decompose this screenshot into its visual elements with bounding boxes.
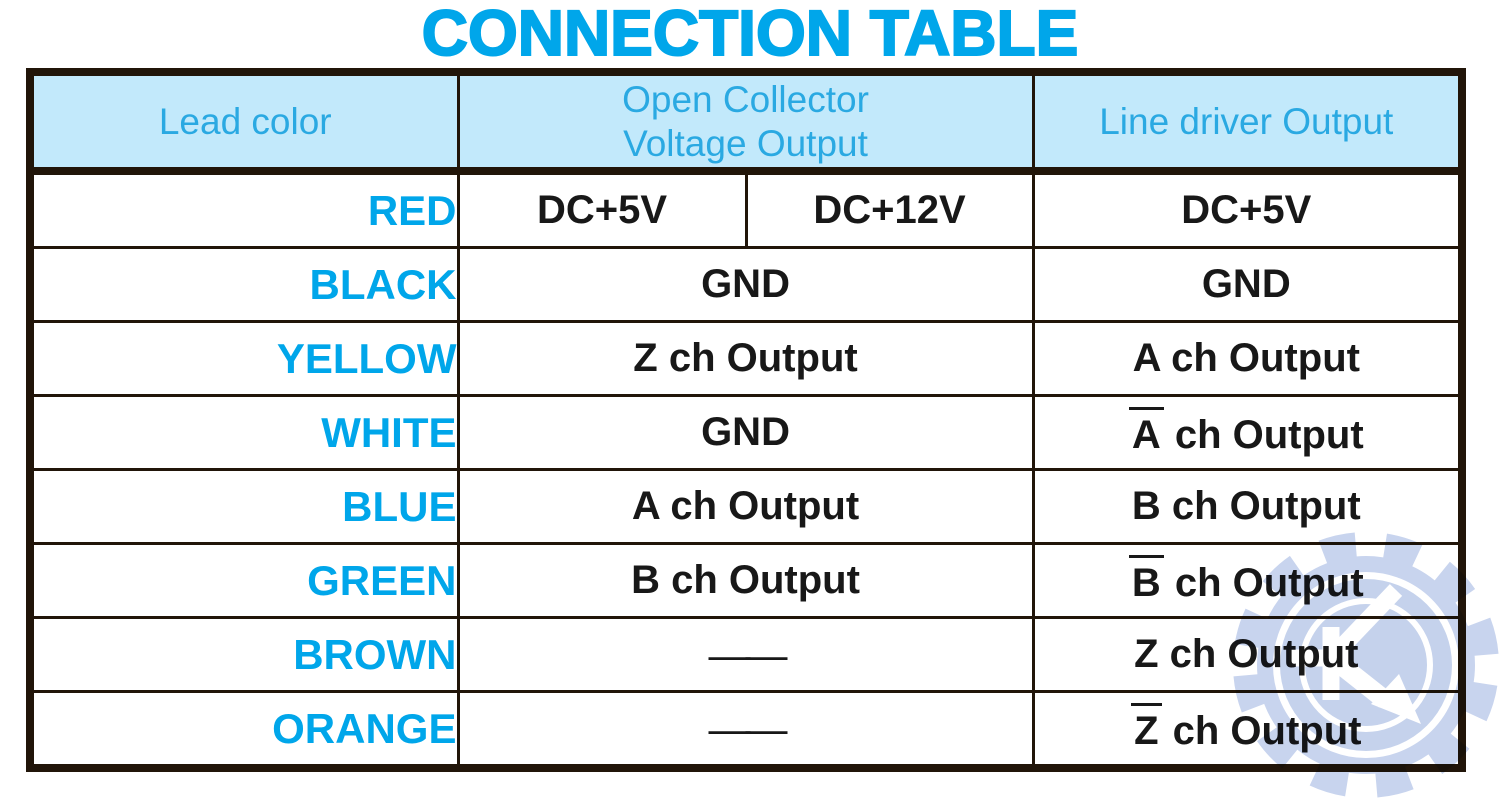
dash-placeholder: —— (708, 630, 788, 678)
cell-line-driver: B ch Output (1031, 542, 1464, 619)
header-open-collector-line1: Open Collector (622, 78, 869, 120)
cell-lead: RED (28, 169, 460, 249)
cell-line-driver: Z ch Output (1031, 690, 1464, 770)
cell-line-driver: A ch Output (1031, 394, 1464, 471)
header-row: Lead color Open Collector Voltage Output… (28, 70, 1464, 175)
cell-lead: BLUE (28, 468, 460, 545)
table-row-black: BLACK GND GND (28, 246, 1464, 323)
cell-lead: ORANGE (28, 690, 460, 770)
cell-line-driver: B ch Output (1031, 468, 1464, 545)
table-row-yellow: YELLOW Z ch Output A ch Output (28, 320, 1464, 397)
cell-lead: WHITE (28, 394, 460, 471)
cell-open-collector: GND (456, 246, 1035, 323)
cell-open-collector: A ch Output (456, 468, 1035, 545)
cell-open-collector-12v: DC+12V (744, 169, 1035, 249)
cell-line-driver-text: ch Output (1163, 561, 1364, 605)
cell-line-driver: DC+5V (1031, 169, 1464, 249)
cell-open-collector-none: —— (456, 690, 1035, 770)
table-row-red: RED DC+5V DC+12V DC+5V (28, 169, 1464, 249)
cell-open-collector-none: —— (456, 616, 1035, 693)
table-row-orange: ORANGE —— Z ch Output (28, 690, 1464, 770)
header-open-collector-line2: Voltage Output (623, 122, 868, 164)
page-title: CONNECTION TABLE (421, 0, 1080, 69)
cell-lead: YELLOW (28, 320, 460, 397)
overline-signal: Z (1131, 703, 1162, 754)
table-row-green: GREEN B ch Output B ch Output (28, 542, 1464, 619)
header-line-driver: Line driver Output (1031, 70, 1464, 175)
connection-table-grid: Lead color Open Collector Voltage Output… (26, 68, 1467, 772)
cell-line-driver: Z ch Output (1031, 616, 1464, 693)
overline-signal: B (1128, 555, 1164, 606)
table-row-white: WHITE GND A ch Output (28, 394, 1464, 471)
cell-open-collector: B ch Output (456, 542, 1035, 619)
connection-table: Lead color Open Collector Voltage Output… (26, 68, 1467, 772)
header-open-collector: Open Collector Voltage Output (456, 70, 1035, 175)
cell-lead: GREEN (28, 542, 460, 619)
dash-placeholder: —— (708, 704, 788, 752)
header-lead-color: Lead color (28, 70, 460, 175)
cell-open-collector: GND (456, 394, 1035, 471)
cell-line-driver: A ch Output (1031, 320, 1464, 397)
overline-signal: A (1128, 407, 1164, 458)
cell-lead: BLACK (28, 246, 460, 323)
cell-lead: BROWN (28, 616, 460, 693)
table-row-blue: BLUE A ch Output B ch Output (28, 468, 1464, 545)
cell-open-collector-5v: DC+5V (456, 169, 748, 249)
cell-line-driver: GND (1031, 246, 1464, 323)
cell-line-driver-text: ch Output (1161, 709, 1362, 753)
cell-open-collector: Z ch Output (456, 320, 1035, 397)
table-row-brown: BROWN —— Z ch Output (28, 616, 1464, 693)
cell-line-driver-text: ch Output (1163, 413, 1364, 457)
